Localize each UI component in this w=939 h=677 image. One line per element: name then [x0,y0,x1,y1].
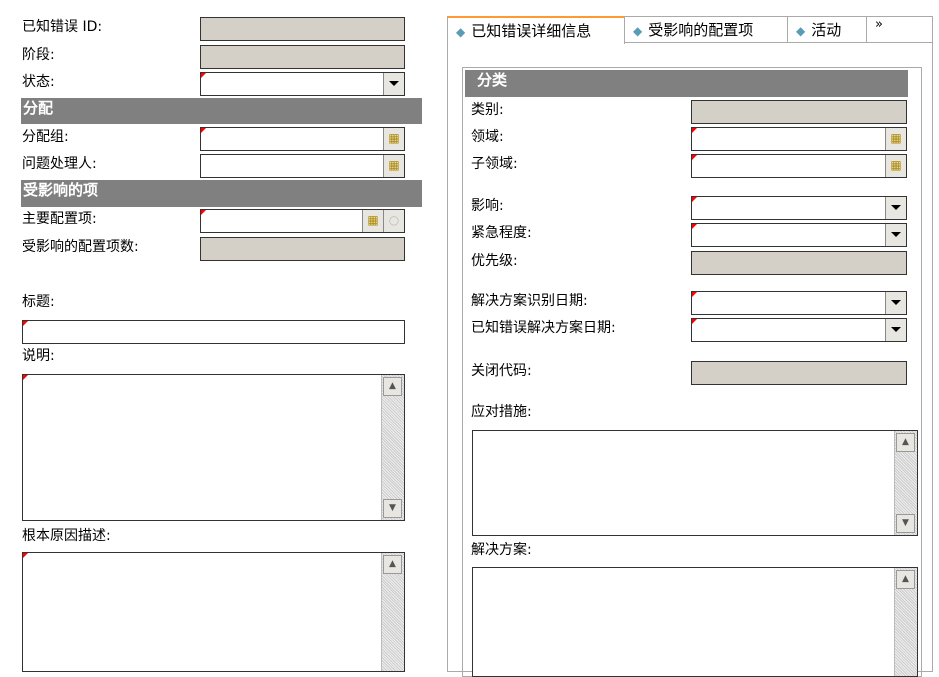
known-error-id-field [200,17,405,41]
search-icon[interactable]: ○ [383,210,404,232]
diamond-icon: ◆ [796,24,806,38]
tab-activities[interactable]: ◆ 活动 [787,16,867,43]
scroll-up-icon[interactable]: ▲ [896,570,915,589]
lookup-icon[interactable]: ▦ [885,128,906,150]
more-tabs-icon: » [875,17,883,32]
tab-known-error-details[interactable]: ◆ 已知错误详细信息 [447,16,625,44]
category-label: 类别: [471,102,504,118]
workaround-textarea[interactable]: ▲▼ [472,430,918,536]
classification-header: 分类 [465,70,908,97]
tab-label: 受影响的配置项 [648,21,754,39]
root-cause-textarea[interactable]: ▲ [22,552,405,672]
primary-ci-label: 主要配置项: [22,211,97,227]
known-error-id-label: 已知错误 ID: [22,19,103,35]
priority-label: 优先级: [471,253,518,269]
scroll-down-icon[interactable]: ▼ [383,499,402,518]
impact-select[interactable] [691,196,907,220]
chevron-down-icon[interactable] [383,73,404,95]
assignment-group-input[interactable]: ▦ [200,127,405,151]
tab-more[interactable]: » [866,16,933,43]
impact-label: 影响: [471,198,504,214]
tab-label: 活动 [811,21,842,39]
root-cause-label: 根本原因描述: [22,528,111,544]
urgency-label: 紧急程度: [471,225,532,241]
priority-field [691,251,907,275]
tab-label: 已知错误详细信息 [471,22,592,40]
diamond-icon: ◆ [633,24,643,38]
primary-ci-input[interactable]: ▦ ○ [200,209,405,233]
status-select[interactable] [200,72,405,96]
scroll-up-icon[interactable]: ▲ [896,433,915,452]
subarea-input[interactable]: ▦ [691,154,907,178]
solution-id-date-select[interactable] [691,291,907,315]
phase-field [200,45,405,69]
affected-ci-count-label: 受影响的配置项数: [22,239,139,255]
scrollbar[interactable]: ▲▼ [894,431,917,535]
problem-handler-label: 问题处理人: [22,156,97,172]
lookup-icon[interactable]: ▦ [885,155,906,177]
affected-items-header: 受影响的项 [21,180,422,207]
ke-solution-date-select[interactable] [691,318,907,342]
chevron-down-icon[interactable] [885,292,906,314]
solution-id-date-label: 解决方案识别日期: [471,293,588,309]
description-label: 说明: [22,348,55,364]
lookup-icon[interactable]: ▦ [362,210,383,232]
lookup-icon[interactable]: ▦ [383,128,404,150]
chevron-down-icon[interactable] [885,197,906,219]
diamond-icon: ◆ [456,25,466,39]
scroll-up-icon[interactable]: ▲ [383,377,402,396]
solution-label: 解决方案: [471,542,532,558]
area-label: 领域: [471,129,504,145]
subarea-label: 子领域: [471,156,518,172]
description-textarea[interactable]: ▲▼ [22,374,405,521]
category-field [691,100,907,124]
affected-ci-count-field [200,237,405,261]
phase-label: 阶段: [22,47,55,63]
ke-solution-date-label: 已知错误解决方案日期: [471,320,616,336]
urgency-select[interactable] [691,223,907,247]
assignment-header: 分配 [21,98,422,124]
title-label: 标题: [22,294,55,310]
closure-code-field [691,361,907,385]
tab-affected-cis[interactable]: ◆ 受影响的配置项 [624,16,788,43]
title-input[interactable] [22,320,405,344]
lookup-icon[interactable]: ▦ [383,155,404,177]
closure-code-label: 关闭代码: [471,363,532,379]
scrollbar[interactable]: ▲ [894,568,917,676]
scroll-up-icon[interactable]: ▲ [383,555,402,574]
status-label: 状态: [22,74,55,90]
workaround-label: 应对措施: [471,404,532,420]
chevron-down-icon[interactable] [885,224,906,246]
assignment-group-label: 分配组: [22,129,69,145]
problem-handler-input[interactable]: ▦ [200,154,405,178]
scrollbar[interactable]: ▲▼ [381,375,404,520]
area-input[interactable]: ▦ [691,127,907,151]
scroll-down-icon[interactable]: ▼ [896,514,915,533]
chevron-down-icon[interactable] [885,319,906,341]
solution-textarea[interactable]: ▲ [472,567,918,677]
scrollbar[interactable]: ▲ [381,553,404,671]
